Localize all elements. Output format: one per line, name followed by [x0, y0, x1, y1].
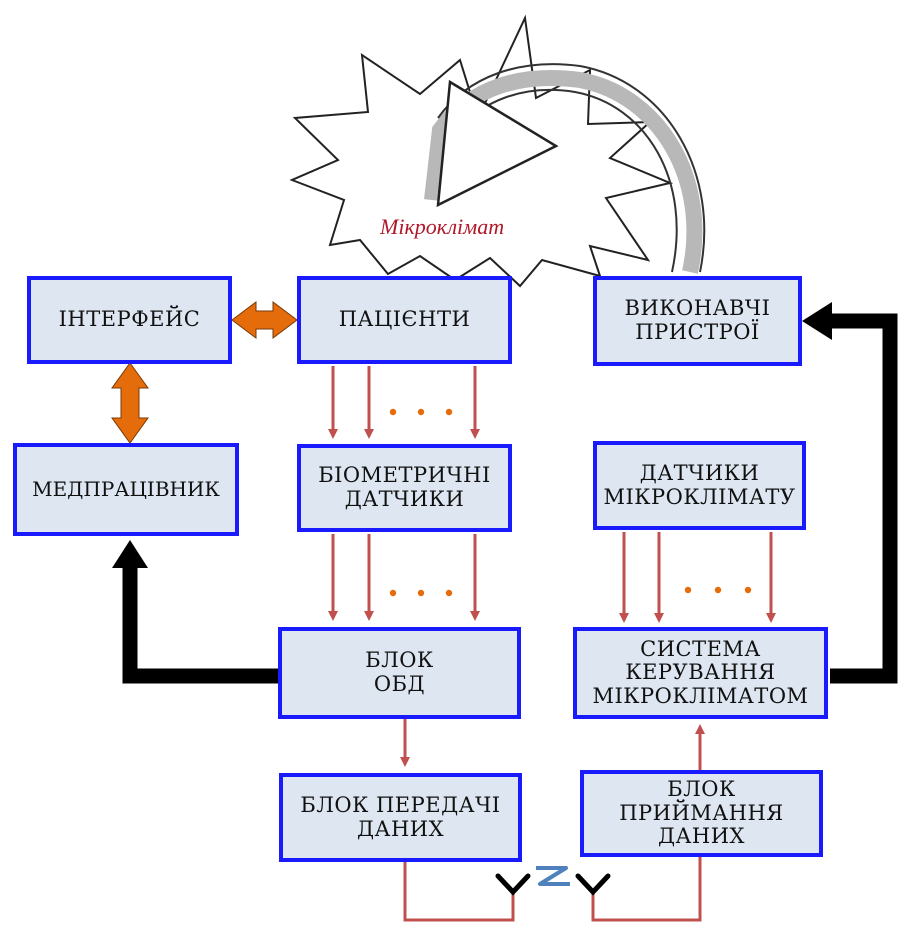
- ellipsis-dots-2: [389, 589, 453, 597]
- control-to-actuators-arrow: [802, 302, 898, 684]
- transmit-antenna-icon: [495, 873, 531, 896]
- receive-antenna-link: [591, 857, 702, 922]
- climate-sensors-to-control-arrows: [619, 532, 776, 623]
- transmit-antenna-link: [403, 862, 515, 922]
- microclimate-label: Мікроклімат: [380, 214, 505, 239]
- interface-patients-double-arrow: [231, 301, 298, 339]
- ellipsis-dots-3: [684, 586, 752, 594]
- patients-block: ПАЦІЄНТИ: [297, 276, 512, 364]
- obd-to-medworker-arrow: [112, 540, 278, 684]
- wireless-signal-icon: [536, 866, 570, 886]
- ellipsis-dots-1: [389, 408, 453, 416]
- receive-antenna-icon: [575, 873, 611, 896]
- interface-block: ІНТЕРФЕЙС: [27, 276, 232, 364]
- medworker-block: МЕДПРАЦІВНИК: [13, 443, 239, 536]
- patients-to-biosensors-arrows: [328, 366, 480, 439]
- interface-medworker-double-arrow: [111, 362, 149, 444]
- biosensors-to-obd-arrows: [328, 534, 480, 621]
- actuator-feedback-arc: [424, 63, 706, 274]
